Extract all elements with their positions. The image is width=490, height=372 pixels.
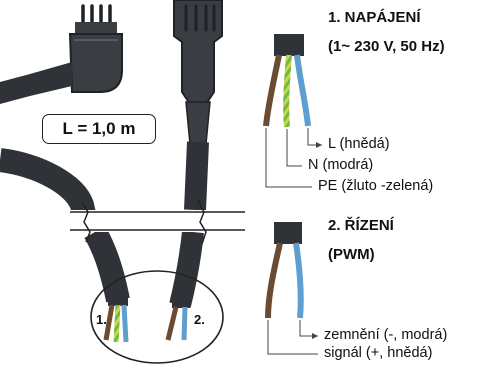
control-subtitle: (PWM) [328, 246, 375, 263]
wire-label-n: N (modrá) [308, 157, 374, 173]
cable-length-label: L = 1,0 m [62, 119, 136, 138]
straight-plug [173, 0, 223, 145]
power-title: 1. NAPÁJENÍ [328, 9, 421, 26]
cable-ends-detail [90, 270, 224, 364]
cable-break-marker [60, 199, 250, 245]
power-subtitle: (1~ 230 V, 50 Hz) [328, 38, 445, 55]
end-label-1: 1. [96, 312, 107, 327]
cable-length-box: L = 1,0 m [42, 114, 156, 144]
cable-left [0, 148, 130, 303]
angled-connector [0, 4, 123, 104]
wire-label-signal: signál (+, hnědá) [324, 345, 433, 361]
end-label-2: 2. [194, 312, 205, 327]
control-title: 2. ŘÍZENÍ [328, 217, 394, 234]
wire-detail-control [265, 222, 318, 355]
wire-detail-power [263, 34, 322, 188]
wire-label-l: L (hnědá) [328, 136, 390, 152]
wire-label-pe: PE (žluto -zelená) [318, 178, 434, 194]
wire-label-ground: zemnění (-, modrá) [324, 327, 448, 343]
